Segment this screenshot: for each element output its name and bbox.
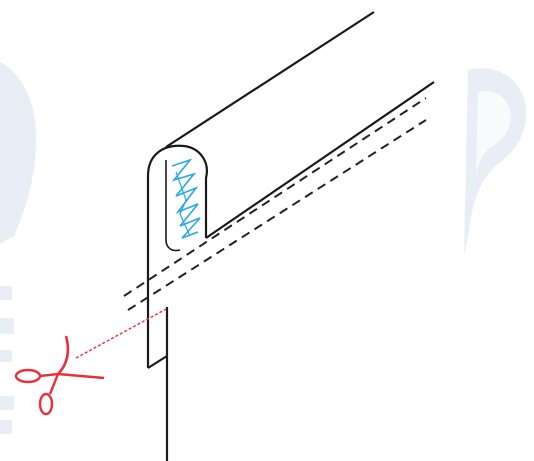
watermark-left-bars — [0, 286, 14, 434]
hem-allowance-tip — [147, 355, 168, 369]
hem-inner-edge — [205, 81, 435, 239]
scissors-handle-left — [14, 368, 42, 384]
hem-fold — [146, 144, 208, 368]
fabric — [146, 11, 435, 461]
hem-top-edge — [165, 11, 375, 148]
zigzag-thread — [171, 158, 201, 239]
scissors-blade-bottom — [57, 372, 105, 380]
stitch-line-lower — [127, 119, 427, 311]
watermark — [0, 62, 527, 434]
zigzag-stitch — [171, 158, 201, 239]
watermark-left-shape — [0, 62, 37, 244]
scissors-blade-top — [57, 335, 70, 375]
watermark-right-inner — [476, 90, 511, 176]
stitch-line-upper — [123, 97, 427, 297]
hem-inner-fold — [165, 160, 181, 252]
zigzag-thread-2 — [175, 171, 191, 237]
scissors-pivot — [39, 372, 60, 395]
scissors-icon — [14, 335, 105, 416]
stitch-lines — [123, 97, 427, 311]
scissors-handle-bottom — [38, 392, 54, 416]
cut-line — [75, 307, 169, 359]
